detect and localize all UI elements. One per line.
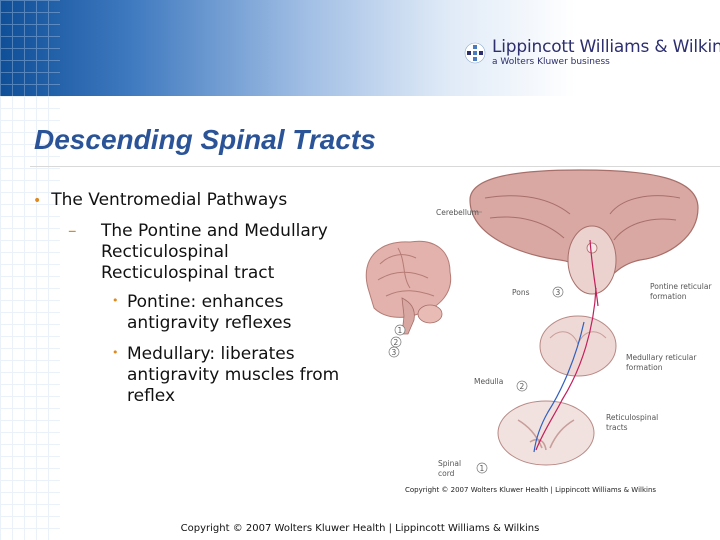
point-pontine: Pontine: enhances antigravity reflexes — [127, 292, 292, 333]
marker-3-pons: 3 — [552, 286, 564, 298]
label-medullary-formation-1: Medullary reticular — [626, 353, 697, 362]
sagittal-brain-illustration — [365, 240, 452, 335]
spinal-cord-illustration — [497, 400, 595, 466]
marker-1-spinal: 1 — [476, 462, 488, 474]
svg-text:1: 1 — [480, 464, 485, 473]
label-pons: Pons — [512, 288, 530, 297]
header-band — [0, 0, 720, 96]
svg-text:2: 2 — [520, 382, 525, 391]
marker-1-brain: 3 — [388, 346, 400, 358]
title-divider — [30, 166, 720, 167]
point-medullary: Medullary: liberates antigravity muscles… — [127, 344, 340, 406]
bullet-text: The Ventromedial Pathways — [51, 190, 288, 210]
subbullet-text: The Pontine and Medullary Recticulospina… — [101, 221, 328, 283]
brand-name: Lippincott Williams & Wilkins — [492, 37, 720, 57]
pontine-tract-line — [535, 287, 597, 451]
publisher-logo: Lippincott Williams & Wilkins a Wolters … — [464, 38, 720, 68]
label-pontine-formation-2: formation — [650, 292, 687, 301]
label-spinal-2: cord — [438, 469, 455, 478]
label-medulla: Medulla — [474, 377, 503, 386]
label-cerebellum: Cerebellum — [436, 208, 479, 217]
svg-text:2: 2 — [394, 338, 399, 347]
svg-text:3: 3 — [392, 348, 397, 357]
cerebellum-illustration — [469, 169, 699, 307]
logo-mark-icon — [464, 42, 486, 64]
label-reticulospinal-1: Reticulospinal — [606, 413, 658, 422]
slide-title: Descending Spinal Tracts — [34, 124, 376, 155]
footer-copyright: Copyright © 2007 Wolters Kluwer Health |… — [180, 523, 540, 534]
figure-copyright: Copyright © 2007 Wolters Kluwer Health |… — [405, 486, 657, 494]
marker-3-brain: 1 — [394, 324, 406, 336]
medullary-tract-line — [533, 321, 585, 453]
marker-2-brain: 2 — [390, 336, 402, 348]
reticulospinal-figure: Cerebellum Pons Pontine reticular format… — [365, 169, 712, 478]
bullet-dot-icon: • — [33, 193, 42, 209]
svg-text:3: 3 — [556, 288, 561, 297]
point-bullet-icon: • — [112, 346, 119, 359]
brand-tagline: a Wolters Kluwer business — [492, 57, 610, 67]
point-bullet-icon: • — [112, 294, 119, 307]
label-pontine-formation-1: Pontine reticular — [650, 282, 712, 291]
label-reticulospinal-2: tracts — [606, 423, 628, 432]
marker-2-medulla: 2 — [516, 380, 528, 392]
label-medullary-formation-2: formation — [626, 363, 663, 372]
label-spinal-1: Spinal — [438, 459, 461, 468]
bullet-item: • The Ventromedial Pathways — [33, 190, 287, 210]
subbullet-dash: – — [68, 221, 77, 241]
svg-text:1: 1 — [398, 326, 403, 335]
decorative-grid — [0, 0, 60, 540]
